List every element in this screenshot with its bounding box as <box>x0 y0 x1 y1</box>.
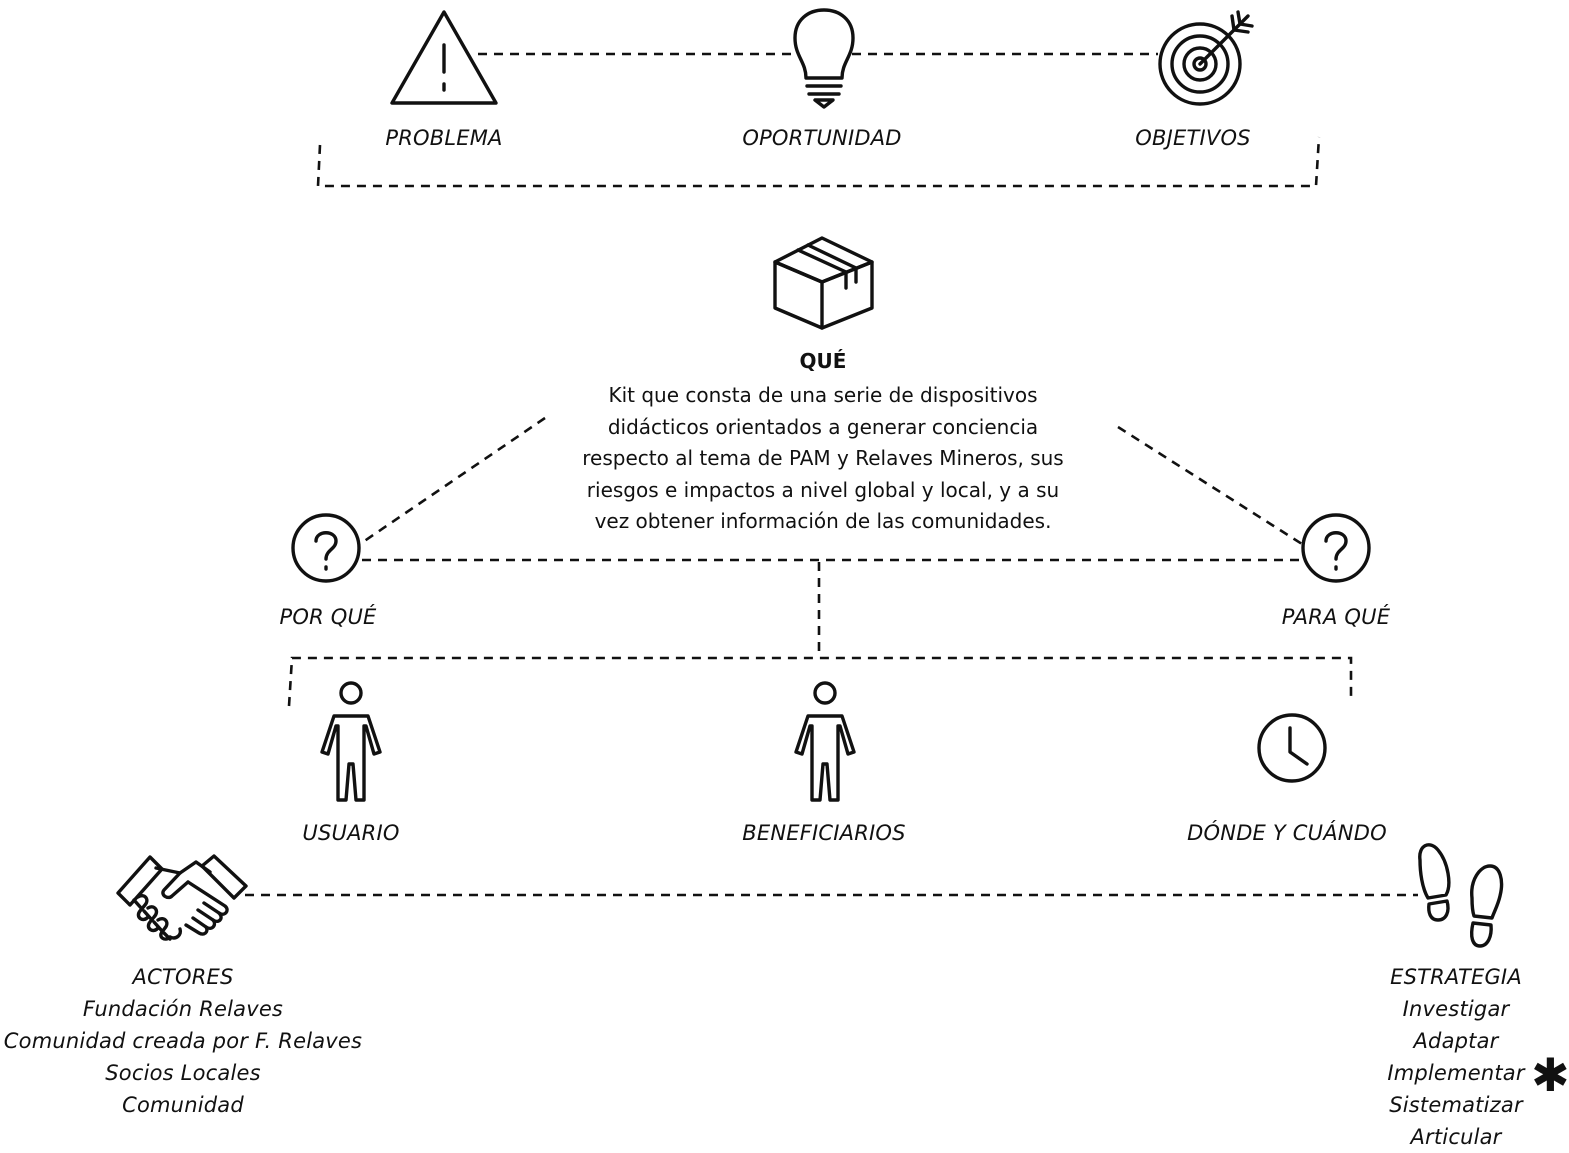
label-beneficiarios: BENEFICIARIOS <box>742 821 906 845</box>
label-por-que: POR QUÉ <box>279 605 377 629</box>
actores-block: ACTORES Fundación Relaves Comunidad crea… <box>4 961 362 1121</box>
target-icon <box>1158 10 1254 106</box>
estrategia-block: ESTRATEGIA Investigar Adaptar Implementa… <box>1387 961 1524 1153</box>
question-icon-left <box>291 513 361 583</box>
asterisk-marker: ✱ <box>1531 1048 1569 1102</box>
que-description: Kit que consta de una serie de dispositi… <box>553 380 1093 538</box>
label-objetivos: OBJETIVOS <box>1135 126 1251 150</box>
estrategia-item: Implementar <box>1387 1061 1525 1085</box>
label-usuario: USUARIO <box>302 821 400 845</box>
footprints-icon <box>1418 843 1504 948</box>
label-para-que: PARA QUÉ <box>1281 605 1391 629</box>
que-title: QUÉ <box>799 349 847 373</box>
actores-item: Fundación Relaves <box>82 997 284 1021</box>
handshake-icon <box>116 854 248 941</box>
warning-triangle-icon <box>390 10 498 105</box>
que-line-3: respecto al tema de PAM y Relaves Minero… <box>582 446 1064 471</box>
connector-que-para-que <box>1117 425 1303 546</box>
person-icon-beneficiarios <box>794 681 856 802</box>
question-icon-right <box>1301 513 1371 583</box>
que-line-5: vez obtener información de las comunidad… <box>594 509 1052 534</box>
que-line-4: riesgos e impactos a nivel global y loca… <box>586 477 1060 502</box>
label-oportunidad: OPORTUNIDAD <box>742 126 902 150</box>
bracket-top <box>316 136 1321 188</box>
label-estrategia: ESTRATEGIA <box>1390 965 1522 989</box>
actores-item: Comunidad creada por F. Relaves <box>3 1029 363 1053</box>
estrategia-item: Adaptar <box>1413 1029 1499 1053</box>
clock-icon <box>1257 713 1327 783</box>
label-actores: ACTORES <box>132 965 234 989</box>
bracket-bottom <box>287 656 1353 707</box>
label-problema: PROBLEMA <box>385 126 503 150</box>
label-donde-cuando: DÓNDE Y CUÁNDO <box>1187 821 1387 845</box>
que-line-1: Kit que consta de una serie de dispositi… <box>608 383 1038 407</box>
que-line-2: didácticos orientados a generar concienc… <box>607 414 1039 439</box>
lightbulb-icon <box>793 8 855 109</box>
box-icon <box>773 236 874 330</box>
estrategia-item: Articular <box>1410 1125 1502 1149</box>
person-icon-usuario <box>320 681 382 802</box>
actores-item: Socios Locales <box>105 1061 261 1085</box>
actores-item: Comunidad <box>122 1093 244 1117</box>
connector-que-por-que <box>359 416 546 546</box>
estrategia-item: Sistematizar <box>1389 1093 1523 1117</box>
estrategia-item: Investigar <box>1402 997 1510 1021</box>
